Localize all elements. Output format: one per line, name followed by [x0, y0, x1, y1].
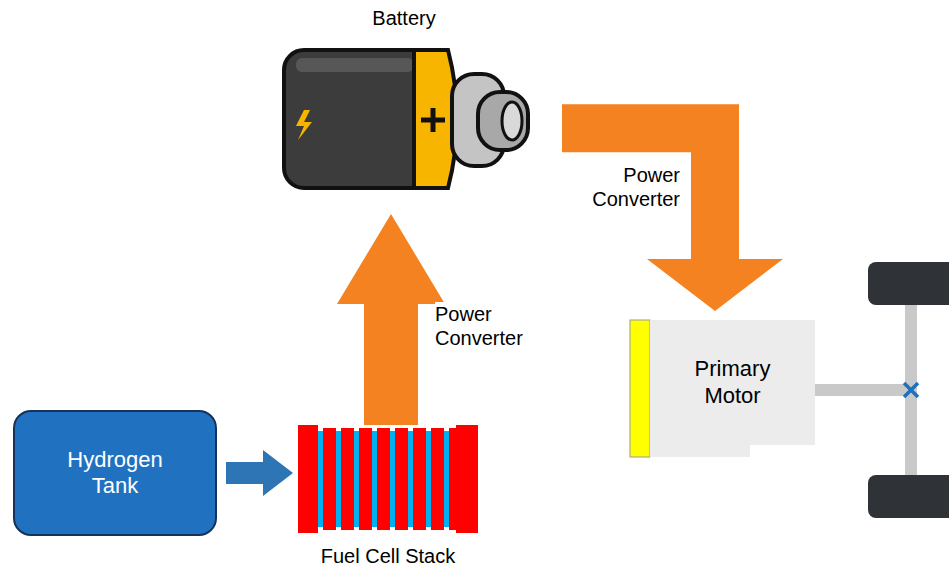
node-label: Fuel Cell Stack: [321, 544, 456, 568]
bipolar-plate: [395, 428, 408, 530]
battery-terminal-tip: [502, 102, 522, 140]
node-label: Hydrogen Tank: [55, 447, 175, 500]
fuel-cell-node: Fuel Cell Stack: [298, 425, 478, 568]
plus-sign: [421, 108, 445, 132]
battery-node: Battery: [270, 6, 538, 194]
drive-shaft: [815, 384, 911, 396]
differential-mark: [904, 383, 918, 397]
membrane: [426, 431, 431, 527]
membrane: [444, 431, 449, 527]
bipolar-plate: [323, 428, 336, 530]
battery-highlight: [296, 58, 414, 72]
end-plate: [456, 425, 478, 533]
battery-icon: [284, 50, 528, 188]
node-label: Battery: [372, 6, 435, 30]
membrane: [318, 431, 323, 527]
bipolar-plate: [341, 428, 354, 530]
membrane: [408, 431, 413, 527]
node-label: Primary Motor: [683, 356, 783, 409]
motor-end-plate: [630, 320, 650, 457]
block-arrow: [337, 214, 445, 425]
membrane: [336, 431, 341, 527]
lightning-bolt: [296, 110, 312, 140]
motor-box: Primary Motor: [650, 320, 815, 445]
membrane: [354, 431, 359, 527]
wheel: [868, 262, 949, 305]
end-plate: [298, 425, 318, 533]
bipolar-plate: [449, 428, 456, 530]
block-arrow: [226, 450, 293, 496]
battery-body: [284, 50, 434, 188]
bipolar-plate: [377, 428, 390, 530]
bipolar-plate: [413, 428, 426, 530]
bipolar-plate: [359, 428, 372, 530]
membrane: [390, 431, 395, 527]
fuel-cell-stack: [298, 425, 478, 533]
bipolar-plate: [431, 428, 444, 530]
hydrogen-tank: Hydrogen Tank: [13, 410, 217, 536]
battery-terminal-cap: [478, 92, 528, 150]
membrane: [372, 431, 377, 527]
wheel: [868, 475, 949, 518]
edge-label: Power Converter: [556, 163, 680, 211]
edge-label: Power Converter: [435, 302, 565, 350]
axle: [905, 298, 917, 480]
